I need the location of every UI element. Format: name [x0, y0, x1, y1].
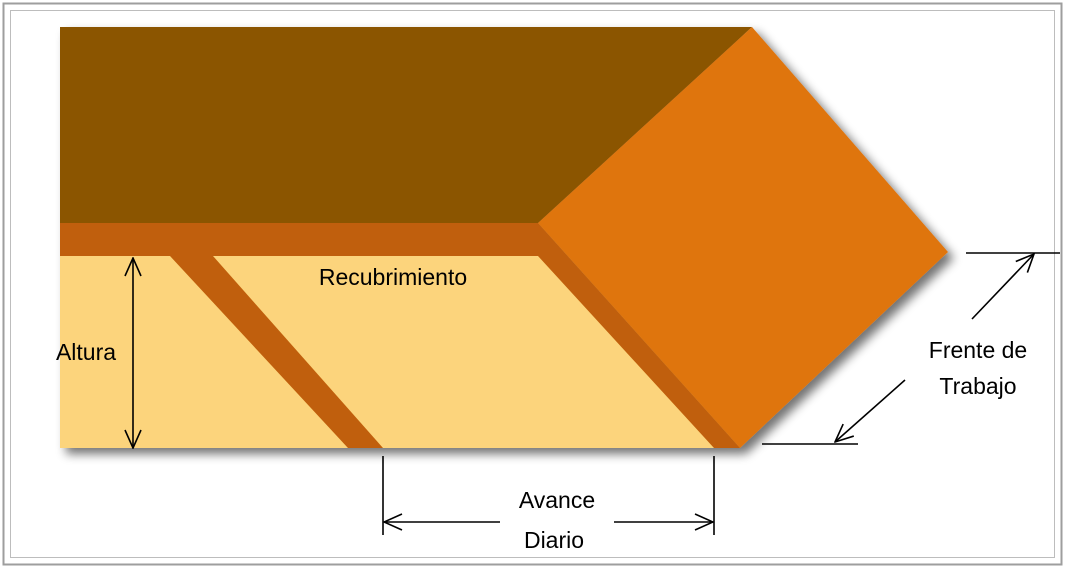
altura-label: Altura	[56, 339, 116, 365]
coal-panel-right	[213, 256, 714, 448]
avance-label-line1: Avance	[519, 487, 595, 513]
recubrimiento-label: Recubrimiento	[319, 264, 467, 290]
frente-label-line1: Frente de	[929, 337, 1027, 363]
frente-arrow-bottom	[835, 379, 906, 442]
overburden-layer	[60, 27, 752, 223]
inner-frame	[10, 10, 1055, 558]
frente-label-line2: Trabajo	[939, 373, 1016, 399]
avance-label-line2: Diario	[524, 527, 584, 553]
frente-arrow-top	[971, 254, 1034, 320]
working-face	[538, 27, 948, 448]
